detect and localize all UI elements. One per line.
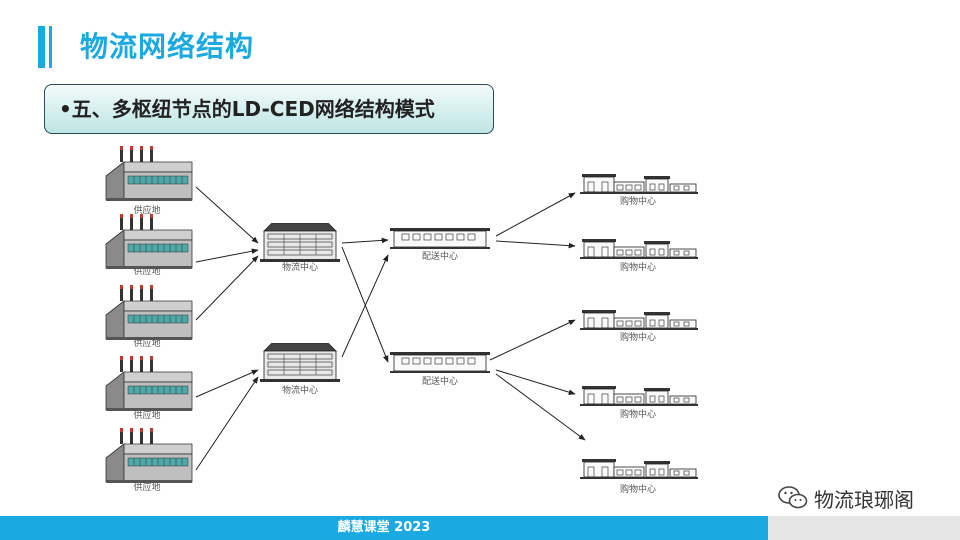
watermark: 物流琅琊阁 [778,484,914,512]
arrow-supply1-logistics1 [195,186,259,244]
warehouse-icon [260,343,340,383]
shopping-node-2: 购物中心 [580,238,698,273]
supply-label: 供应地 [133,481,160,493]
flow-arrows [195,186,586,471]
distribution-center-icon [390,352,490,374]
watermark-text: 物流琅琊阁 [814,487,914,512]
factory-icon [105,356,193,412]
subtitle-box: •五、多枢纽节点的LD-CED网络结构模式 [44,84,494,134]
shopping-label: 购物中心 [620,331,656,343]
supply-label: 供应地 [133,409,160,421]
title-accent-bar [38,26,52,68]
logistics-node-2: 物流中心 [260,343,340,396]
supply-node-2: 供应地 [105,214,193,277]
logistics-label: 物流中心 [282,384,318,396]
footer-bar [0,516,768,540]
distribution-center-icon [390,228,490,250]
arrow-supply2-logistics1 [195,248,259,263]
logistics-node-1: 物流中心 [260,223,340,273]
arrow-logistics1-distribution2 [341,246,389,363]
shopping-node-1: 购物中心 [580,173,698,207]
supply-node-4: 供应地 [105,356,193,421]
footer-text: 麟慧课堂 2023 [337,520,431,535]
factory-icon [105,146,193,202]
arrow-logistics1-distribution1 [341,237,389,244]
shopping-label: 购物中心 [620,195,656,207]
page-title: 物流网络结构 [80,30,255,63]
shopping-node-5: 购物中心 [580,458,698,495]
shopping-label: 购物中心 [620,261,656,273]
shopping-node-3: 购物中心 [580,309,698,343]
factory-icon [105,214,193,270]
footer-bar-gray [768,516,960,540]
logistics-label: 物流中心 [282,261,318,273]
arrow-supply5-logistics2 [195,376,259,471]
supply-label: 供应地 [133,265,160,277]
shopping-mall-icon [580,238,698,259]
arrow-supply4-logistics2 [195,369,259,398]
shopping-mall-icon [580,309,698,330]
shopping-mall-icon [580,385,698,406]
shopping-label: 购物中心 [620,483,656,495]
shopping-node-4: 购物中心 [580,385,698,420]
distribution-label: 配送中心 [422,250,458,262]
arrow-distribution2-shop4 [495,369,576,395]
distribution-label: 配送中心 [422,375,458,387]
arrow-distribution2-shop3 [489,319,576,361]
arrow-distribution2-shop5 [495,373,586,441]
supply-label: 供应地 [133,337,160,349]
supply-node-3: 供应地 [105,285,193,349]
arrow-logistics2-distribution1 [341,254,389,358]
factory-icon [105,285,193,341]
wechat-icon [778,486,808,509]
supply-label: 供应地 [133,204,160,216]
supply-node-1: 供应地 [105,146,193,216]
footer: 麟慧课堂 2023 [0,516,960,540]
subtitle-text: •五、多枢纽节点的LD-CED网络结构模式 [59,97,435,121]
factory-icon [105,428,193,484]
distribution-node-1: 配送中心 [390,228,490,262]
warehouse-icon [260,223,340,263]
shopping-mall-icon [580,173,698,194]
arrow-distribution1-shop1 [495,192,576,237]
distribution-node-2: 配送中心 [390,352,490,387]
shopping-label: 购物中心 [620,408,656,420]
arrow-distribution1-shop2 [495,240,576,249]
shopping-mall-icon [580,458,698,479]
arrow-supply3-logistics1 [195,255,259,321]
supply-node-5: 供应地 [105,428,193,493]
